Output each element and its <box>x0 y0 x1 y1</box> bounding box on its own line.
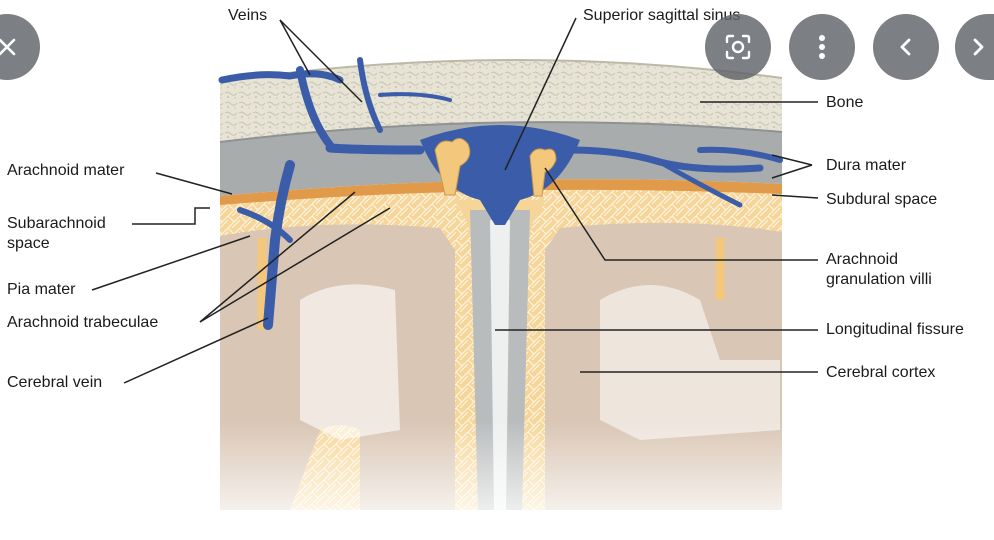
label-arachnoid-trabeculae: Arachnoid trabeculae <box>7 313 158 332</box>
label-dura-mater: Dura mater <box>826 156 906 175</box>
label-arachnoid-granulation-villi-line1: Arachnoid <box>826 250 898 269</box>
label-subarachnoid-space-line2: space <box>7 234 50 253</box>
label-subarachnoid-space-line1: Subarachnoid <box>7 214 106 233</box>
lens-search-button[interactable] <box>705 14 771 80</box>
label-arachnoid-granulation-villi-line2: granulation villi <box>826 270 932 289</box>
more-vert-icon <box>818 34 826 60</box>
label-bone: Bone <box>826 93 863 112</box>
bottom-fade <box>215 420 787 540</box>
chevron-left-icon <box>897 36 915 58</box>
chevron-right-icon <box>969 36 987 58</box>
label-cerebral-vein: Cerebral vein <box>7 373 102 392</box>
previous-button[interactable] <box>873 14 939 80</box>
label-veins: Veins <box>228 6 267 25</box>
lens-search-icon <box>723 32 753 62</box>
label-longitudinal-fissure: Longitudinal fissure <box>826 320 964 339</box>
label-subdural-space: Subdural space <box>826 190 937 209</box>
more-options-button[interactable] <box>789 14 855 80</box>
label-pia-mater: Pia mater <box>7 280 75 299</box>
label-cerebral-cortex: Cerebral cortex <box>826 363 935 382</box>
label-arachnoid-mater: Arachnoid mater <box>7 161 124 180</box>
close-icon <box>0 36 18 58</box>
